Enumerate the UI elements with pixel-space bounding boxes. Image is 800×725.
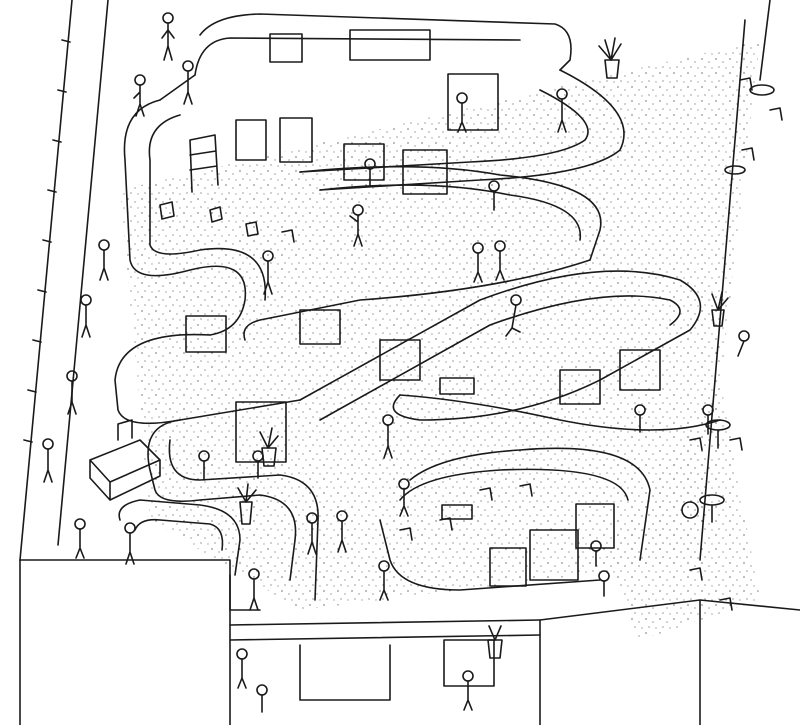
person	[262, 250, 274, 295]
person	[737, 330, 750, 357]
person	[66, 370, 78, 415]
person	[556, 88, 568, 133]
person	[378, 560, 390, 601]
foreground-block-right	[539, 599, 800, 725]
person	[349, 204, 364, 247]
right-street-edge	[699, 0, 771, 561]
ribbon-wall-top	[194, 13, 625, 191]
ribbon-wall-lower	[147, 394, 721, 601]
reception-counter	[89, 419, 161, 501]
foreground-wall-center	[229, 619, 541, 701]
person	[456, 92, 468, 133]
person	[590, 540, 602, 567]
person	[256, 684, 268, 713]
chairs	[159, 77, 783, 611]
windows	[185, 29, 661, 687]
person	[488, 180, 500, 211]
person	[124, 522, 136, 565]
ribbon-wall-bottom-left	[118, 499, 241, 576]
person	[382, 414, 394, 459]
person	[398, 478, 410, 517]
person	[336, 510, 348, 553]
planters	[237, 37, 729, 659]
person	[634, 404, 646, 433]
person	[364, 158, 376, 187]
person	[598, 570, 610, 597]
person	[42, 438, 54, 483]
person	[133, 74, 146, 117]
shelf-unit	[189, 134, 219, 193]
person	[74, 518, 86, 559]
tables	[439, 84, 775, 523]
person	[98, 239, 110, 281]
person	[702, 404, 714, 435]
person	[505, 294, 522, 337]
person	[182, 60, 194, 105]
person	[161, 12, 175, 61]
person	[306, 512, 318, 555]
person	[462, 670, 474, 711]
person	[80, 294, 92, 338]
person	[248, 568, 260, 611]
street-edge	[19, 0, 109, 561]
person	[198, 450, 210, 481]
person	[236, 648, 248, 689]
person	[252, 450, 264, 479]
person	[494, 240, 506, 281]
person	[472, 242, 484, 283]
